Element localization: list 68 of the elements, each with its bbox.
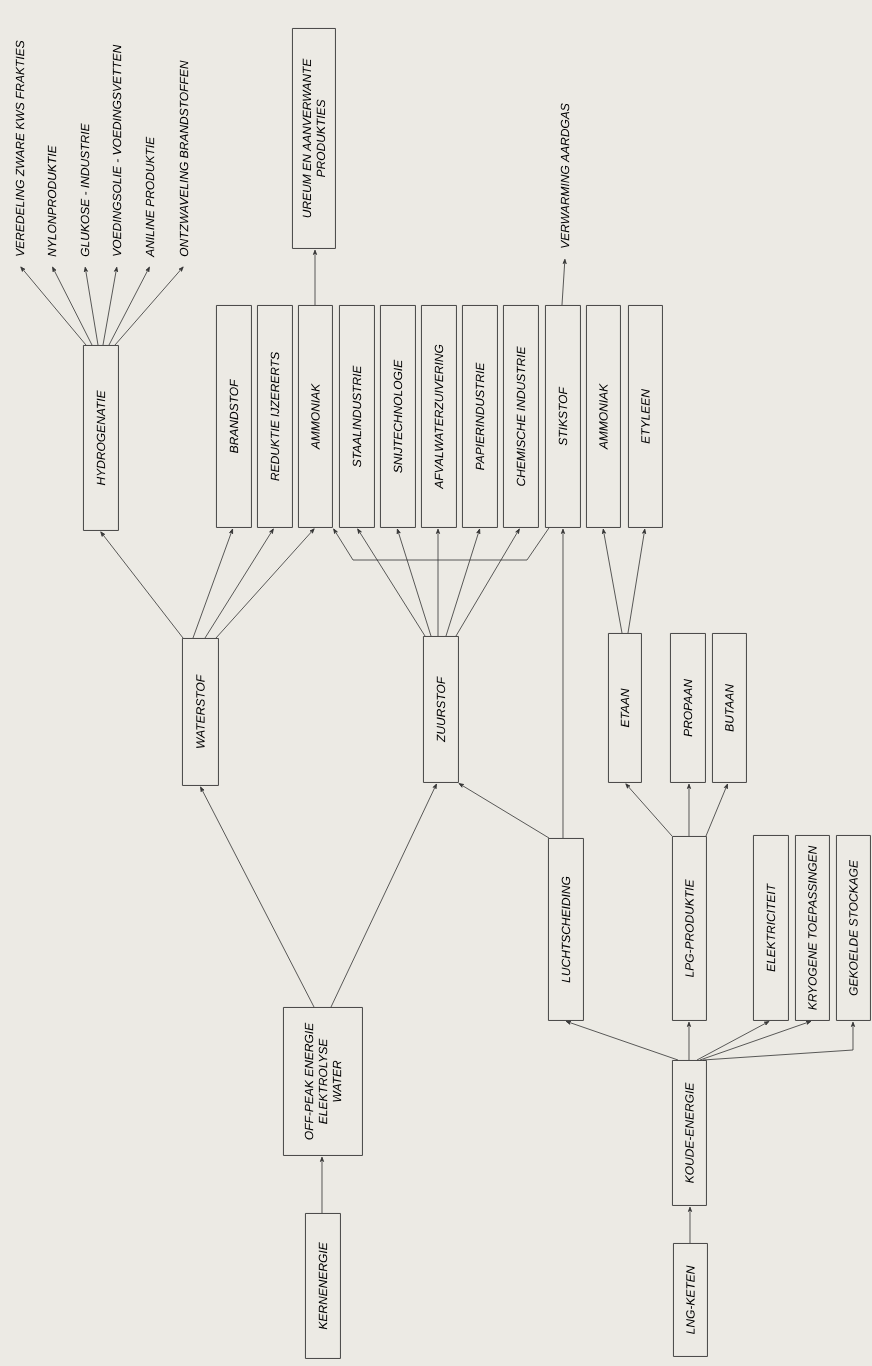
process-box: OFF-PEAK ENERGIE ELEKTROLYSE WATER <box>283 1007 363 1156</box>
output-label: GLUKOSE - INDUSTRIE <box>80 123 90 257</box>
arrow <box>396 528 432 637</box>
arrow <box>200 786 315 1008</box>
process-box: LUCHTSCHEIDING <box>548 838 584 1021</box>
arrow <box>20 266 87 346</box>
arrow <box>108 266 150 346</box>
process-box: SNIJTECHNOLOGIE <box>380 305 416 528</box>
arrow <box>458 783 550 839</box>
arrow <box>688 1206 692 1244</box>
process-box: KRYOGENE TOEPASSINGEN <box>795 835 830 1021</box>
output-label: NYLONPRODUKTIE <box>47 145 57 257</box>
process-box: PAPIERINDUSTRIE <box>462 305 498 528</box>
output-label: VERWARMING AARDGAS <box>560 103 570 248</box>
process-box: STIKSTOF <box>545 305 581 528</box>
process-box: ELEKTRICITEIT <box>753 835 789 1021</box>
arrow <box>313 249 317 306</box>
process-box: ETAAN <box>608 633 642 783</box>
arrow <box>696 1021 770 1061</box>
process-box: LNG-KETEN <box>673 1243 708 1357</box>
arrow <box>445 528 481 637</box>
process-box: ZUURSTOF <box>423 636 459 783</box>
process-box: WATERSTOF <box>182 638 219 786</box>
arrow <box>561 258 567 306</box>
arrow <box>114 266 184 346</box>
process-box: LPG-PRODUKTIE <box>672 836 707 1021</box>
arrow <box>357 528 426 637</box>
process-box: KERNENERGIE <box>305 1213 341 1359</box>
process-box: KOUDE-ENERGIE <box>672 1060 707 1206</box>
arrow <box>625 783 673 837</box>
arrow <box>102 266 118 346</box>
arrow <box>100 531 184 639</box>
arrow <box>320 1156 324 1214</box>
process-box: CHEMISCHE INDUSTRIE <box>503 305 539 528</box>
arrow <box>333 527 550 561</box>
process-box: GEKOELDE STOCKAGE <box>836 835 871 1021</box>
arrow <box>561 528 565 839</box>
arrow <box>192 528 233 639</box>
arrow <box>52 266 93 346</box>
arrow <box>702 1021 855 1061</box>
process-box: STAALINDUSTRIE <box>339 305 375 528</box>
arrow <box>627 528 647 634</box>
process-box: AFVALWATERZUIVERING <box>421 305 457 528</box>
output-label: VOEDINGSOLIE - VOEDINGSVETTEN <box>112 44 122 256</box>
arrow <box>565 1020 679 1061</box>
output-label: ANILINE PRODUKTIE <box>145 136 155 258</box>
arrow <box>455 528 520 637</box>
process-box: REDUKTIE IJZERERTS <box>257 305 293 528</box>
process-box: UREUM EN AANVERWANTE PRODUKTIES <box>292 28 336 249</box>
output-label: ONTZWAVELING BRANDSTOFFEN <box>179 60 189 257</box>
process-box: AMMONIAK <box>298 305 333 528</box>
process-box: HYDROGENATIE <box>83 345 119 531</box>
arrow <box>436 528 440 637</box>
arrow <box>705 783 728 837</box>
arrow <box>602 528 623 634</box>
process-box: PROPAAN <box>670 633 706 783</box>
process-box: BRANDSTOF <box>216 305 252 528</box>
arrow <box>83 266 99 346</box>
process-box: AMMONIAK <box>586 305 621 528</box>
process-box: BUTAAN <box>712 633 747 783</box>
arrow <box>687 783 691 837</box>
process-box: ETYLEEN <box>628 305 663 528</box>
arrow <box>699 1020 812 1061</box>
output-label: VEREDELING ZWARE KWS FRAKTIES <box>15 40 25 256</box>
arrow <box>215 528 315 639</box>
arrow <box>330 783 437 1008</box>
arrow <box>204 528 274 639</box>
arrow <box>687 1021 691 1061</box>
